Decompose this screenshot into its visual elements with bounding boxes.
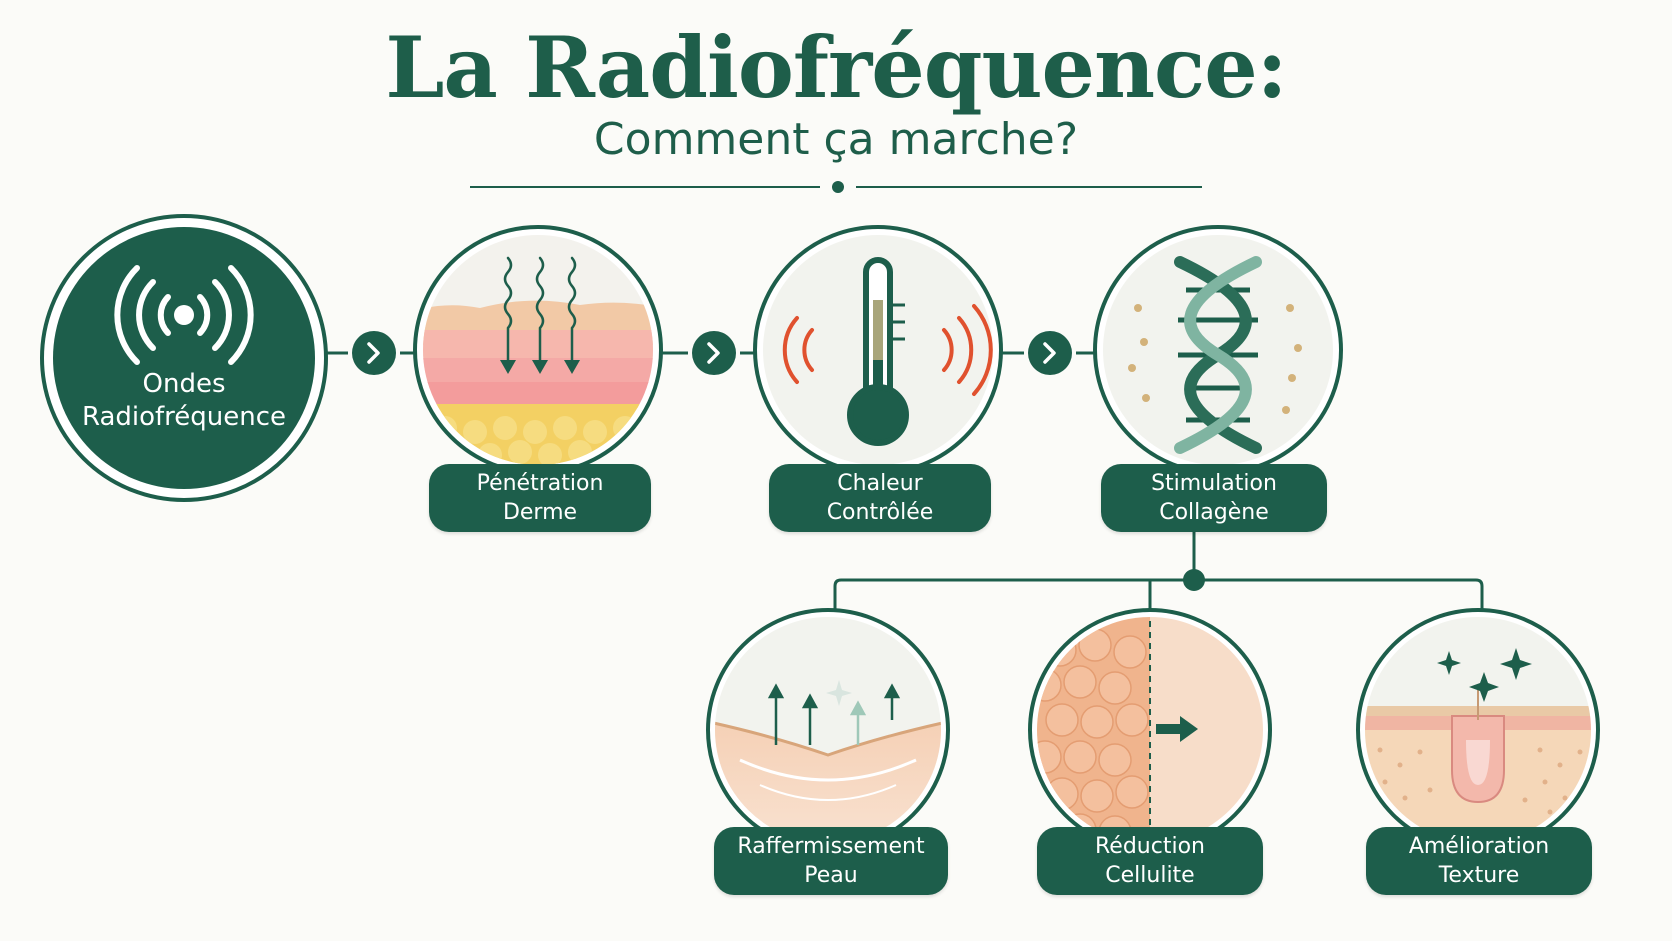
result-circle-skin-lift — [706, 608, 950, 852]
step-circle-dna — [1093, 225, 1343, 475]
heat-waves-icon — [782, 304, 993, 396]
result-label-texture: Amélioration Texture — [1366, 827, 1592, 895]
chevron-right-icon — [692, 331, 736, 375]
step-circle-thermometer — [753, 225, 1003, 475]
chevron-right-icon — [352, 331, 396, 375]
page-title: La Radiofréquence: — [385, 18, 1287, 117]
thermometer-icon — [847, 257, 909, 446]
dna-icon — [1174, 256, 1262, 454]
page-subtitle: Comment ça marche? — [593, 114, 1079, 165]
result-circle-cellulite — [1028, 608, 1272, 852]
step-label-collagen: Stimulation Collagène — [1101, 464, 1327, 532]
radio-waves-icon — [114, 265, 254, 365]
step-label-radio-waves: Ondes Radiofréquence — [81, 369, 287, 432]
result-label-cellulite: Réduction Cellulite — [1037, 827, 1263, 895]
chevron-right-icon — [1028, 331, 1072, 375]
skin-layers-icon — [423, 235, 653, 465]
sparkle-icon — [1437, 648, 1532, 702]
step-label-penetration: Pénétration Derme — [429, 464, 651, 532]
result-circle-skin-texture — [1356, 608, 1600, 852]
skin-lift-icon — [715, 617, 941, 843]
step-label-heat: Chaleur Contrôlée — [769, 464, 991, 532]
branch-connector — [833, 520, 1484, 620]
step-circle-skin-layers — [413, 225, 663, 475]
result-label-firming: Raffermissement Peau — [714, 827, 948, 895]
step-circle-radio-waves — [40, 214, 328, 502]
header-divider — [470, 181, 1202, 193]
